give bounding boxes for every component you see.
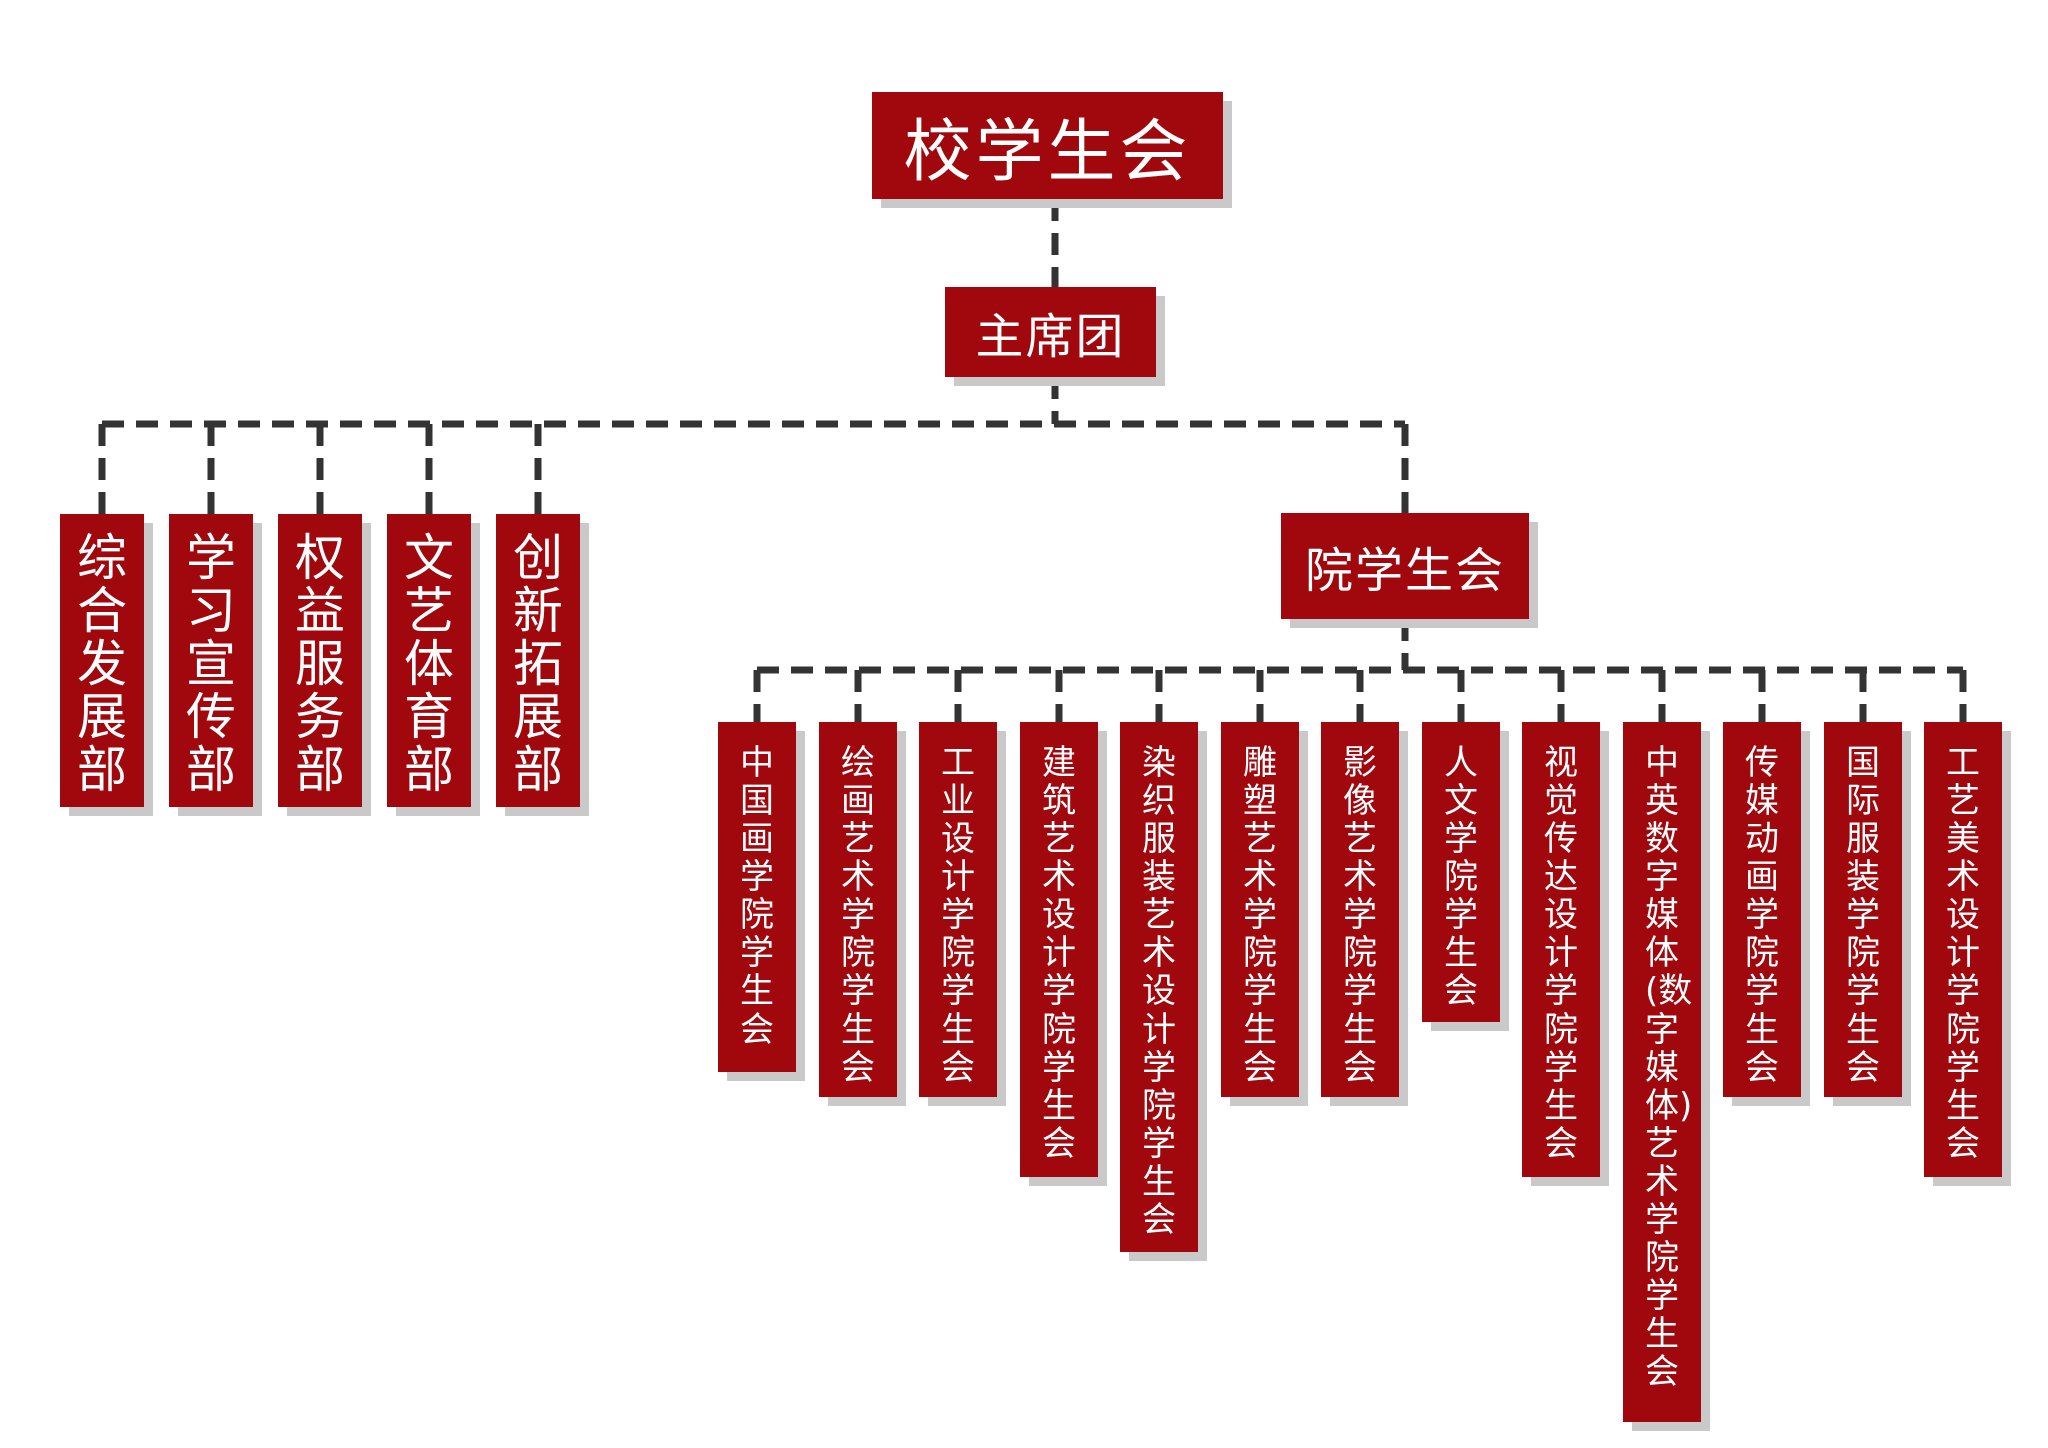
node-college-3: 工业设计学院学生会	[919, 722, 997, 1097]
node-college-1: 中国画学院学生会	[718, 722, 796, 1072]
node-department-4: 文艺体育部	[387, 514, 471, 807]
node-school-student-union: 校学生会	[872, 92, 1223, 199]
node-college-7: 影像艺术学院学生会	[1321, 722, 1399, 1097]
node-college-student-union: 院学生会	[1281, 513, 1529, 619]
node-label: 工艺美术设计学院学生会	[1946, 743, 1980, 1164]
node-label: 人文学院学生会	[1444, 743, 1478, 1012]
node-label: 文艺体育部	[404, 529, 454, 799]
node-label: 影像艺术学院学生会	[1343, 743, 1377, 1088]
node-label: 视觉传达设计学院学生会	[1544, 743, 1578, 1164]
node-label: 中国画学院学生会	[740, 743, 774, 1050]
node-college-10: 中英数字媒体(数字媒体)艺术学院学生会	[1623, 722, 1701, 1422]
node-label: 雕塑艺术学院学生会	[1243, 743, 1277, 1088]
node-presidium: 主席团	[945, 287, 1156, 377]
node-college-4: 建筑艺术设计学院学生会	[1020, 722, 1098, 1177]
node-department-3: 权益服务部	[278, 514, 362, 807]
node-college-6: 雕塑艺术学院学生会	[1221, 722, 1299, 1097]
node-label: 绘画艺术学院学生会	[841, 743, 875, 1088]
node-label: 工业设计学院学生会	[941, 743, 975, 1088]
node-department-2: 学习宣传部	[169, 514, 253, 807]
node-label: 建筑艺术设计学院学生会	[1042, 743, 1076, 1164]
node-college-5: 染织服装艺术设计学院学生会	[1120, 722, 1198, 1252]
node-college-9: 视觉传达设计学院学生会	[1522, 722, 1600, 1177]
node-label: 主席团	[975, 309, 1126, 365]
node-department-5: 创新拓展部	[496, 514, 580, 807]
node-college-13: 工艺美术设计学院学生会	[1924, 722, 2002, 1177]
node-label: 中英数字媒体(数字媒体)艺术学院学生会	[1645, 743, 1693, 1393]
node-college-8: 人文学院学生会	[1422, 722, 1500, 1022]
node-department-1: 综合发展部	[60, 514, 144, 807]
node-label: 校学生会	[903, 113, 1192, 192]
node-label: 传媒动画学院学生会	[1745, 743, 1779, 1088]
node-label: 权益服务部	[295, 529, 345, 799]
node-college-11: 传媒动画学院学生会	[1723, 722, 1801, 1097]
node-label: 国际服装学院学生会	[1846, 743, 1880, 1088]
node-label: 综合发展部	[77, 529, 127, 799]
node-label: 染织服装艺术设计学院学生会	[1142, 743, 1176, 1240]
node-label: 创新拓展部	[513, 529, 563, 799]
node-college-12: 国际服装学院学生会	[1824, 722, 1902, 1097]
node-college-2: 绘画艺术学院学生会	[819, 722, 897, 1097]
node-label: 学习宣传部	[186, 529, 236, 799]
node-label: 院学生会	[1304, 543, 1505, 599]
